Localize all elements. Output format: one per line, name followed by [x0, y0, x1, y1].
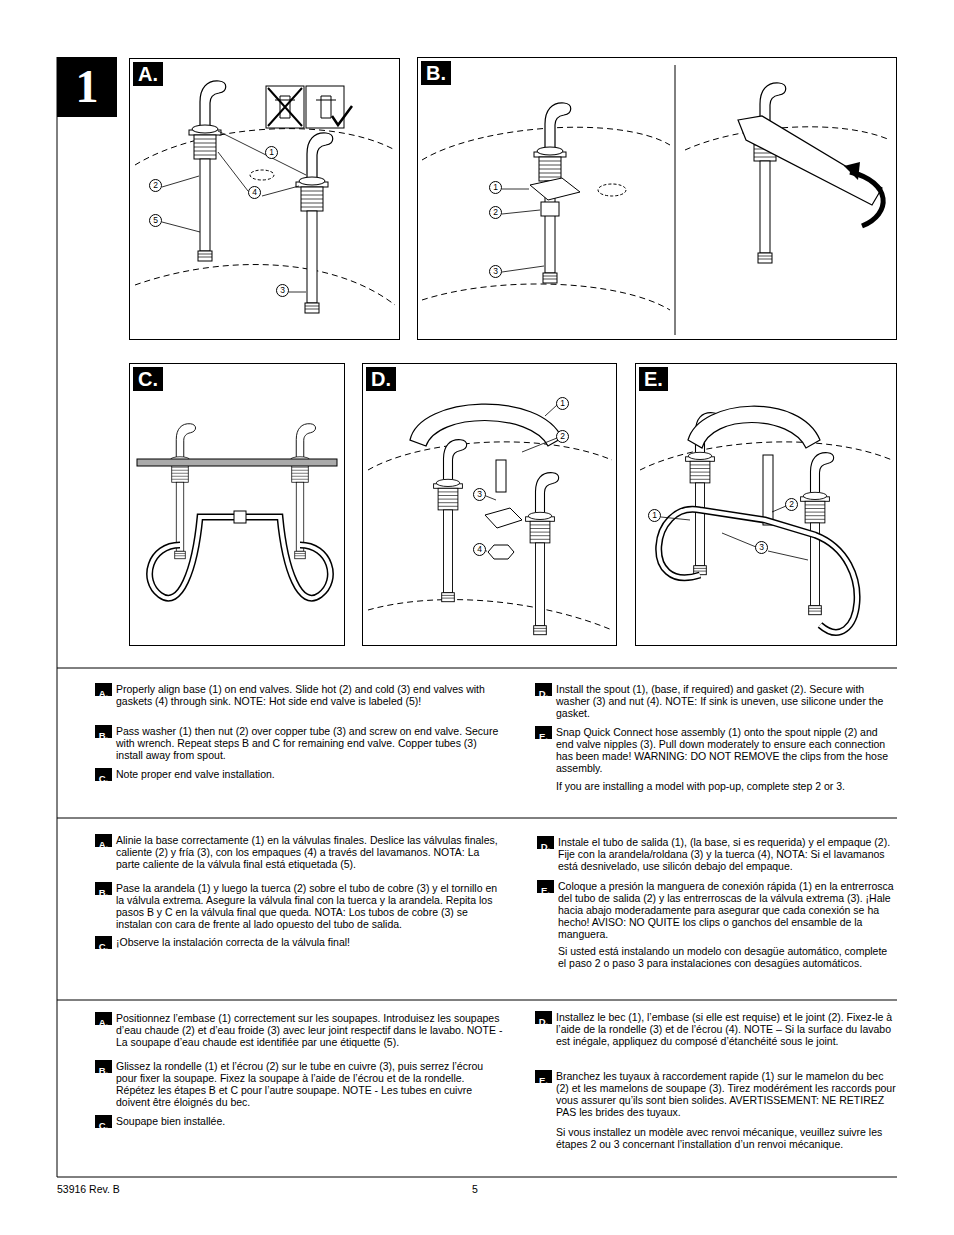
illustration-panel: D. — [362, 363, 617, 646]
step-letter-badge: B. — [95, 1060, 112, 1073]
instruction-text: Soupape bien installée. — [116, 1115, 505, 1127]
page-footer: 5 — [472, 1183, 492, 1195]
callout-number: 5 — [149, 214, 162, 227]
instruction-text: Instale el tubo de salida (1), (la base,… — [558, 836, 897, 872]
callout-number: 3 — [489, 265, 502, 278]
callout-number: 1 — [265, 146, 278, 159]
illustration-panel: C. — [129, 363, 345, 646]
illustration-panel: B. — [417, 57, 897, 340]
step-letter: A. — [133, 62, 163, 86]
callout-number: 4 — [248, 186, 261, 199]
step-letter: B. — [99, 729, 109, 742]
step-letter: C. — [99, 940, 109, 953]
step-letter: D. — [366, 367, 396, 391]
step-letter: E. — [539, 1074, 548, 1087]
step-letter-badge: D. — [537, 836, 554, 849]
step-letter-badge: E. — [537, 880, 554, 893]
instruction-text: Snap Quick Connect hose assembly (1) ont… — [556, 726, 897, 774]
step-letter: A. — [99, 1016, 109, 1029]
instruction-text: Properly align base (1) on end valves. S… — [116, 683, 505, 707]
step-letter-badge: D. — [535, 1011, 552, 1024]
step-letter: C. — [133, 367, 163, 391]
step-letter: D. — [539, 1015, 549, 1028]
step-letter-badge: A. — [95, 834, 112, 847]
instruction-text: Si vous installez un modèle avec renvoi … — [556, 1126, 897, 1150]
step-letter: 1 — [76, 62, 99, 112]
step-letter: E. — [539, 730, 548, 743]
panel-e-art — [640, 406, 892, 632]
callout-number: 4 — [473, 543, 486, 556]
panel-d-art — [368, 404, 612, 635]
illustration-panel: A. — [129, 58, 400, 340]
panel-c-art — [137, 424, 337, 598]
step-letter-badge: C. — [95, 768, 112, 781]
panel-b-art — [422, 65, 890, 335]
step-letter: A. — [99, 687, 109, 700]
step-letter: E. — [541, 884, 550, 897]
instruction-text: ¡Observe la instalación correcta de la v… — [116, 936, 505, 948]
callout-number: 1 — [489, 181, 502, 194]
step-letter-badge: A. — [95, 1012, 112, 1025]
page-rules — [57, 57, 897, 1177]
callout-number: 1 — [556, 397, 569, 410]
instruction-text: Pass washer (1) then nut (2) over copper… — [116, 725, 505, 761]
step-letter: A. — [99, 838, 109, 851]
instruction-text: Pase la arandela (1) y luego la tuerca (… — [116, 882, 505, 930]
callout-number: 2 — [149, 179, 162, 192]
instruction-text: Note proper end valve installation. — [116, 768, 505, 780]
step-letter-badge: C. — [95, 1115, 112, 1128]
step-letter-badge: E. — [535, 1070, 552, 1083]
callout-number: 1 — [648, 509, 661, 522]
step-letter-badge: E. — [535, 726, 552, 739]
step-letter: E. — [639, 367, 668, 391]
step-number-box: 1 — [57, 57, 117, 117]
illustration-panel: E. — [635, 363, 897, 646]
callout-number: 3 — [276, 284, 289, 297]
step-letter: C. — [99, 1119, 109, 1132]
instruction-text: Alinie la base correctamente (1) en la v… — [116, 834, 505, 870]
step-letter-badge: C. — [95, 936, 112, 949]
instruction-text: Branchez les tuyaux à raccordement rapid… — [556, 1070, 897, 1118]
instruction-text: Glissez la rondelle (1) et l’écrou (2) s… — [116, 1060, 505, 1108]
callout-number: 2 — [785, 498, 798, 511]
callout-number: 2 — [556, 430, 569, 443]
step-letter: D. — [539, 687, 549, 700]
callout-number: 3 — [755, 541, 768, 554]
step-letter: B. — [99, 886, 109, 899]
callout-number: 2 — [489, 206, 502, 219]
instruction-text: Coloque a presión la manguera de conexió… — [558, 880, 897, 940]
instruction-text: If you are installing a model with pop-u… — [556, 780, 897, 792]
step-letter: B. — [99, 1064, 109, 1077]
instruction-text: Installez le bec (1), l’embase (si elle … — [556, 1011, 897, 1047]
step-letter-badge: D. — [535, 683, 552, 696]
step-letter: D. — [541, 840, 551, 853]
callout-number: 3 — [473, 488, 486, 501]
step-letter-badge: B. — [95, 882, 112, 895]
step-letter: B. — [421, 61, 451, 85]
step-letter-badge: A. — [95, 683, 112, 696]
instruction-text: Si usted está instalando un modelo con d… — [558, 945, 897, 969]
instruction-text: Positionnez l’embase (1) correctement su… — [116, 1012, 505, 1048]
step-letter: C. — [99, 772, 109, 785]
instruction-text: Install the spout (1), (base, if require… — [556, 683, 897, 719]
step-letter-badge: B. — [95, 725, 112, 738]
page-footer: 53916 Rev. B — [57, 1183, 207, 1195]
panel-a-art — [135, 81, 395, 313]
